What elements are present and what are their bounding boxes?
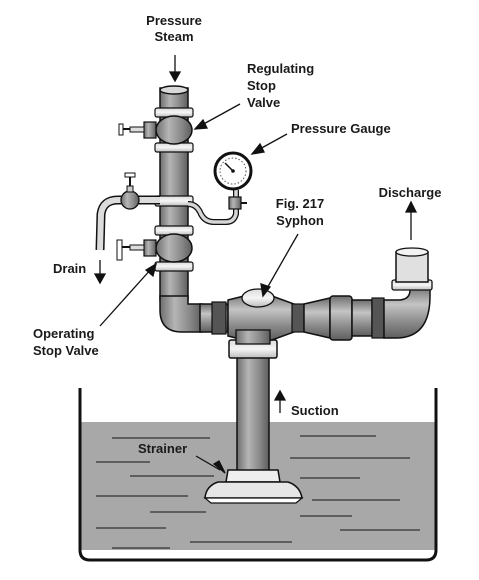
arrows bbox=[93, 55, 418, 474]
label-suction: Suction bbox=[291, 403, 339, 418]
strainer-shape bbox=[203, 469, 304, 504]
operating-valve bbox=[116, 233, 193, 263]
label-pressure-steam-line1: Pressure bbox=[146, 13, 202, 28]
regulating-valve bbox=[118, 115, 193, 145]
water-ripples bbox=[96, 435, 420, 549]
label-operating-line2: Stop Valve bbox=[33, 343, 99, 358]
gauge-assembly bbox=[187, 151, 253, 225]
labels: Pressure Steam Regulating Stop Valve Pre… bbox=[33, 13, 441, 456]
label-pressure-steam-line2: Steam bbox=[154, 29, 193, 44]
tank-walls bbox=[78, 388, 438, 562]
label-pressure-gauge: Pressure Gauge bbox=[291, 121, 391, 136]
discharge-pipe bbox=[383, 247, 433, 339]
syphon-body bbox=[227, 288, 385, 345]
drain-pipe bbox=[95, 172, 160, 251]
label-discharge: Discharge bbox=[379, 185, 442, 200]
label-strainer: Strainer bbox=[138, 441, 187, 456]
label-regulating-line2: Stop bbox=[247, 78, 276, 93]
label-operating-line1: Operating bbox=[33, 326, 94, 341]
label-regulating-line3: Valve bbox=[247, 95, 280, 110]
label-syphon: Syphon bbox=[276, 213, 324, 228]
label-fig: Fig. 217 bbox=[276, 196, 324, 211]
lower-pipe bbox=[159, 295, 229, 335]
label-drain: Drain bbox=[53, 261, 86, 276]
label-regulating-line1: Regulating bbox=[247, 61, 314, 76]
